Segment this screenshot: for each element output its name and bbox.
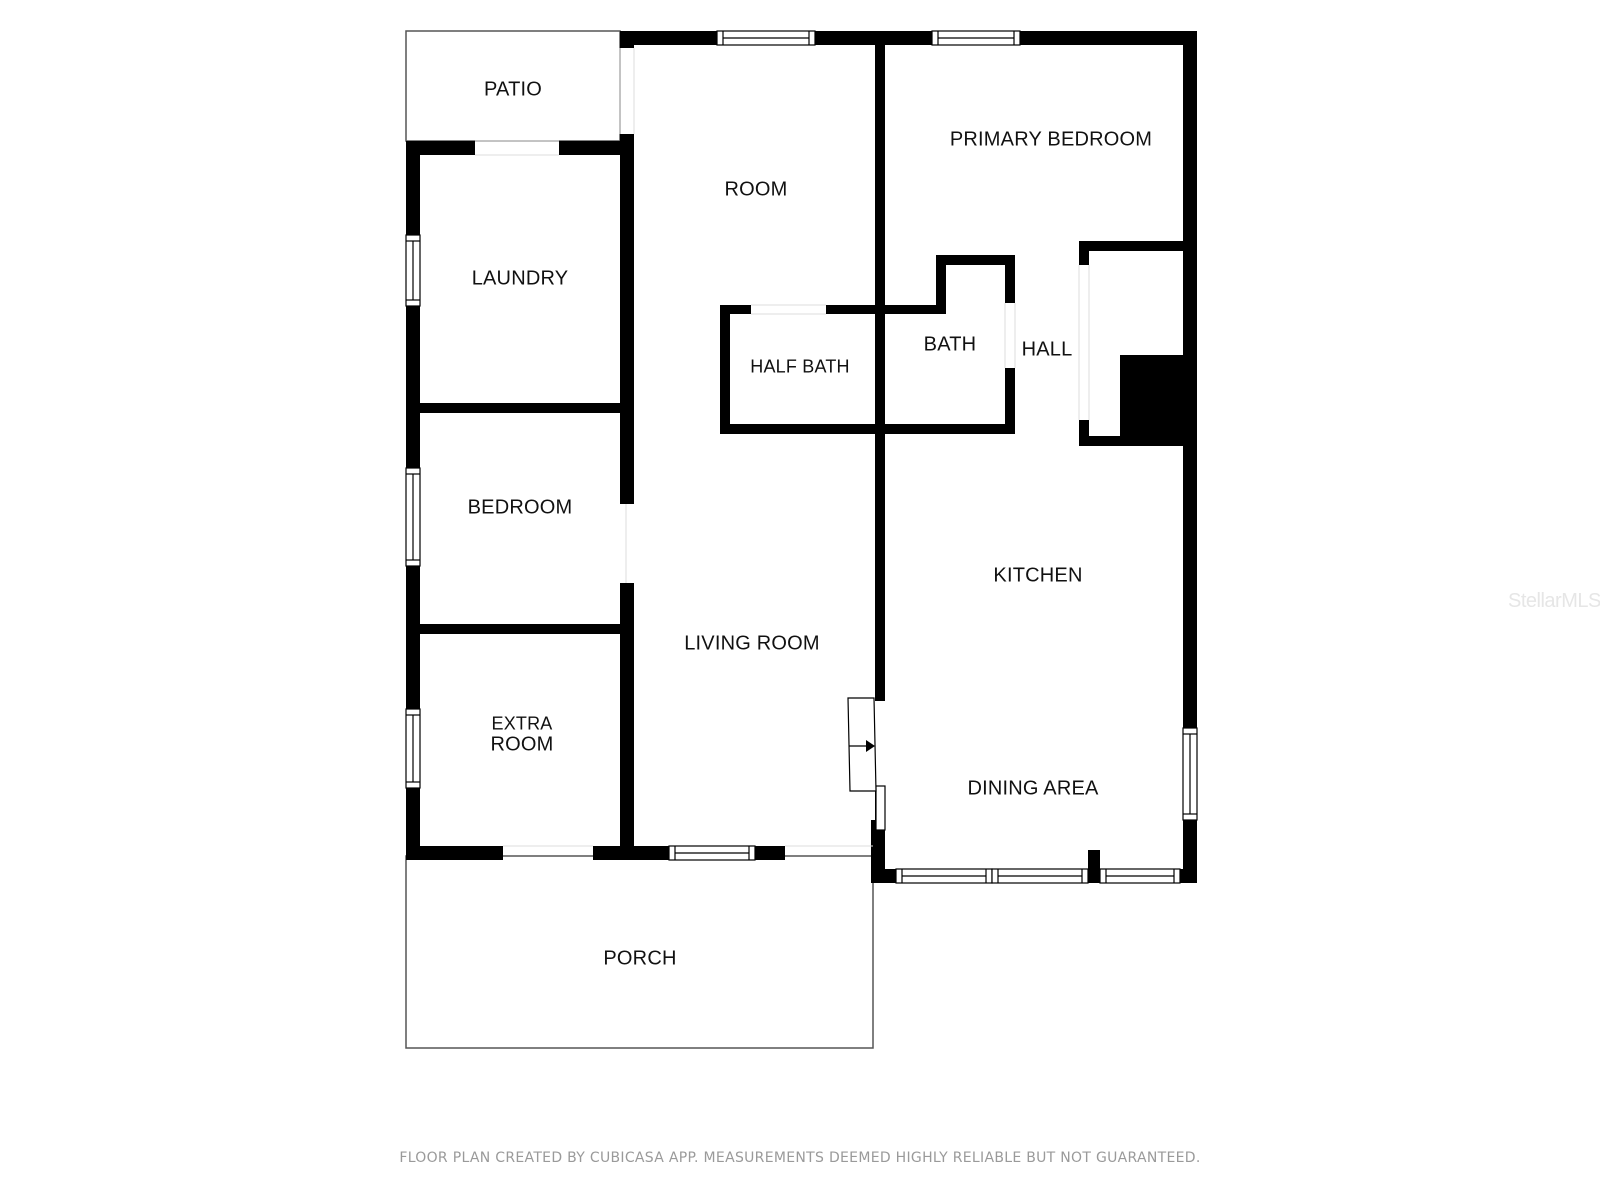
room-label-porch: PORCH [603, 947, 677, 970]
room-label-living-room: LIVING ROOM [684, 632, 820, 655]
stair-arrow-icon [847, 697, 877, 792]
footer-disclaimer: FLOOR PLAN CREATED BY CUBICASA APP. MEAS… [399, 1150, 1201, 1166]
room-label-room: ROOM [724, 178, 788, 201]
room-label-hall: HALL [1021, 338, 1073, 361]
watermark-text: StellarMLS [1508, 590, 1600, 612]
room-label-dining-area: DINING AREA [967, 777, 1099, 800]
room-label-patio: PATIO [483, 78, 543, 101]
room-label-extra-room-line1: EXTRA [491, 713, 553, 734]
room-label-laundry: LAUNDRY [471, 267, 569, 290]
door-openings [475, 48, 1090, 847]
room-label-half-bath: HALF BATH [750, 356, 850, 377]
room-label-bath: BATH [923, 333, 977, 356]
room-label-kitchen: KITCHEN [993, 564, 1083, 587]
room-label-primary-bedroom: PRIMARY BEDROOM [949, 128, 1153, 151]
windows [405, 30, 1198, 884]
walls [406, 31, 1197, 883]
room-label-bedroom: BEDROOM [467, 496, 573, 519]
room-label-extra-room-line2: ROOM [490, 733, 554, 756]
